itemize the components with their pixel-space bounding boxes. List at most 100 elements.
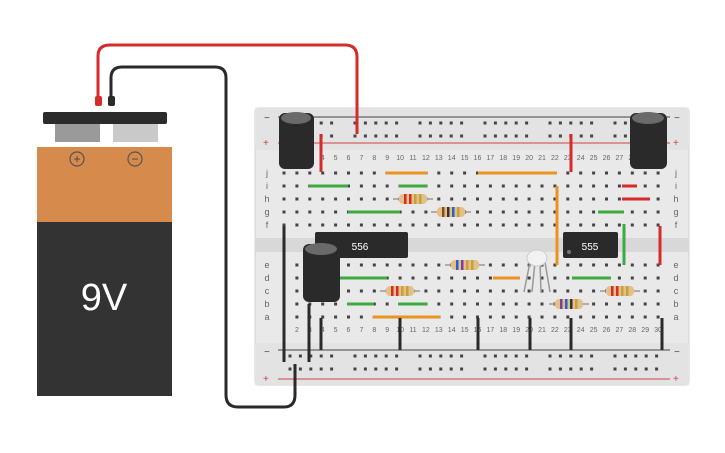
battery-terminal-positive[interactable]	[55, 124, 100, 142]
capacitor-top-left[interactable]	[279, 112, 314, 169]
resistor-2[interactable]	[431, 207, 471, 217]
resistor-5[interactable]	[549, 299, 589, 309]
resistor-band	[401, 286, 404, 296]
row-label: d	[673, 273, 678, 283]
hole	[501, 289, 505, 293]
row-label: f	[266, 220, 269, 230]
rail-hole	[504, 134, 508, 138]
hole	[411, 223, 415, 227]
rail-hole	[288, 367, 292, 371]
hole	[566, 315, 570, 319]
hole	[372, 289, 376, 293]
hole	[372, 197, 376, 201]
hole	[656, 171, 660, 175]
column-label: 30	[654, 327, 662, 334]
hole	[643, 263, 647, 267]
hole	[656, 223, 660, 227]
column-label: 12	[422, 155, 430, 162]
hole	[656, 315, 660, 319]
hole	[282, 210, 286, 214]
resistor-4[interactable]	[380, 286, 420, 296]
hole	[398, 263, 402, 267]
column-label: 8	[372, 155, 376, 162]
rail-hole	[319, 121, 323, 125]
hole	[540, 197, 544, 201]
hole	[566, 171, 570, 175]
wire-battery-positive[interactable]	[96, 43, 359, 134]
battery-9v[interactable]: + − 9V	[37, 112, 172, 396]
rail-hole	[460, 121, 464, 125]
hole	[630, 223, 634, 227]
rail-hole	[330, 134, 334, 138]
row-label: b	[673, 299, 678, 309]
hole	[540, 289, 544, 293]
rail-hole	[613, 354, 617, 358]
rail-hole	[493, 121, 497, 125]
resistor-band	[456, 260, 459, 270]
hole	[579, 210, 583, 214]
column-label: 25	[590, 155, 598, 162]
hole	[514, 197, 518, 201]
hole	[501, 263, 505, 267]
rail-minus-label-br: −	[674, 347, 680, 358]
hole	[450, 289, 454, 293]
rail-hole	[384, 134, 388, 138]
led-body	[526, 249, 548, 267]
rail-hole	[525, 367, 529, 371]
rail-hole	[363, 367, 367, 371]
resistor-band	[461, 260, 464, 270]
hole	[605, 263, 608, 267]
capacitor-top-right[interactable]	[630, 112, 667, 169]
resistor-body	[437, 207, 465, 217]
cap-tr-top	[632, 112, 664, 124]
chip-555[interactable]: 555	[563, 232, 618, 258]
rail-hole	[590, 367, 594, 371]
hole	[321, 315, 325, 319]
hole	[476, 315, 479, 319]
column-label: 11	[409, 327, 416, 334]
minus-marker	[127, 151, 143, 167]
hole	[605, 171, 608, 175]
rail-hole	[439, 367, 443, 371]
rail-hole	[548, 367, 552, 371]
hole	[579, 315, 583, 319]
rail-hole	[353, 367, 357, 371]
resistor-6[interactable]	[600, 286, 640, 296]
hole	[540, 223, 544, 227]
row-label: d	[264, 273, 269, 283]
column-label: 6	[347, 327, 351, 334]
hole	[617, 263, 621, 267]
hole	[372, 263, 376, 267]
hole	[321, 302, 325, 306]
resistor-1[interactable]	[393, 194, 433, 204]
hole	[321, 223, 325, 227]
resistor-band	[570, 299, 573, 309]
resistor-band	[452, 207, 455, 217]
row-label: g	[673, 207, 678, 217]
hole	[488, 302, 492, 306]
battery-body	[37, 222, 172, 396]
hole	[579, 223, 583, 227]
rail-hole	[353, 121, 357, 125]
hole	[347, 289, 350, 293]
wire-battery-negative[interactable]	[109, 65, 297, 409]
capacitor-middle[interactable]	[303, 243, 340, 302]
hole	[321, 210, 325, 214]
rail-minus-label-tr: −	[674, 113, 680, 124]
resistor-3[interactable]	[445, 260, 485, 270]
column-label: 23	[564, 327, 572, 334]
hole	[295, 276, 299, 280]
hole	[501, 223, 505, 227]
hole	[656, 197, 660, 201]
rgb-led[interactable]	[523, 249, 551, 293]
battery-terminal-negative[interactable]	[113, 124, 158, 142]
hole	[630, 302, 634, 306]
rail-minus-label-tl: −	[264, 113, 270, 124]
hole	[643, 276, 647, 280]
rail-hole	[460, 367, 464, 371]
hole	[592, 315, 596, 319]
hole	[501, 184, 505, 188]
rail-hole	[525, 354, 529, 358]
rail-hole	[384, 367, 388, 371]
column-label: 20	[525, 155, 533, 162]
